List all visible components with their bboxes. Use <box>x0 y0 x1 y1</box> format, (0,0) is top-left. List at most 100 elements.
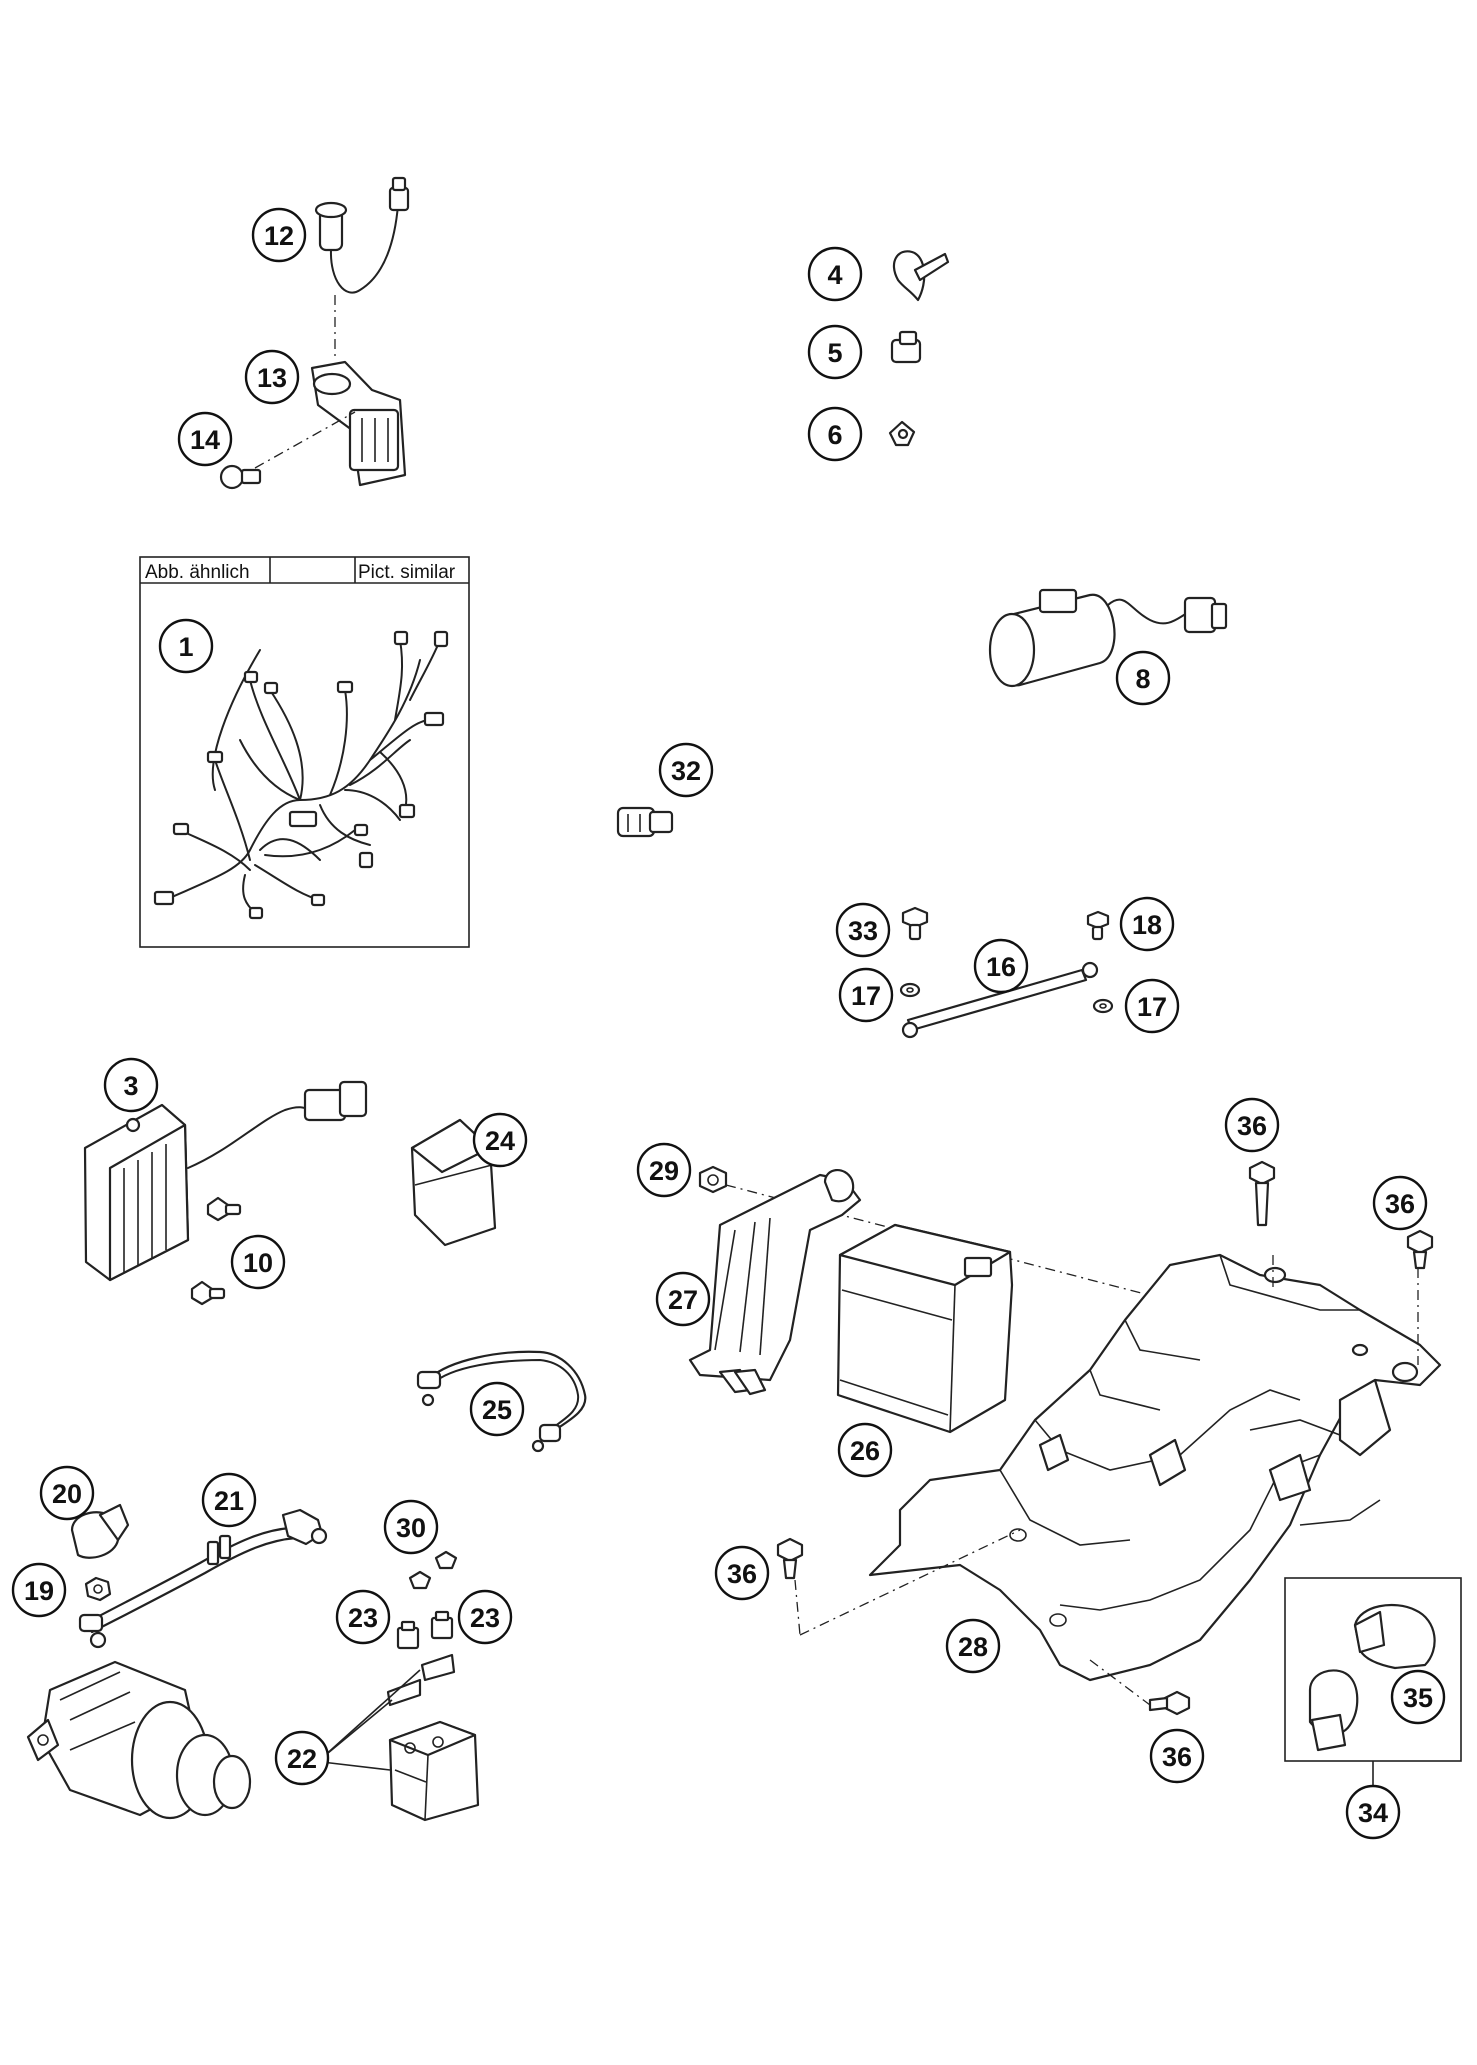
part-36-screw-bottom <box>1148 1690 1191 1716</box>
callout-20: 20 <box>39 1465 95 1521</box>
callout-25: 25 <box>469 1381 525 1437</box>
callout-number: 36 <box>1237 1111 1267 1141</box>
callout-number: 20 <box>52 1479 82 1509</box>
callout-number: 4 <box>827 260 842 290</box>
callout-circle <box>973 938 1029 994</box>
callout-number: 32 <box>671 756 701 786</box>
part-36-screw-left <box>776 1537 804 1580</box>
part-30-fuse-caps <box>408 1550 458 1590</box>
callout-28: 28 <box>945 1618 1001 1674</box>
callout-circle <box>469 1381 525 1437</box>
callout-16: 16 <box>973 938 1029 994</box>
callout-number: 34 <box>1358 1798 1388 1828</box>
callout-circle <box>230 1234 286 1290</box>
callout-circle <box>835 902 891 958</box>
callout-22: 22 <box>274 1730 330 1786</box>
callout-circle <box>1124 978 1180 1034</box>
callout-36: 36 <box>1372 1175 1428 1231</box>
callout-number: 28 <box>958 1632 988 1662</box>
callout-34: 34 <box>1345 1784 1401 1840</box>
part-17-washer-left <box>899 982 921 998</box>
callout-circle <box>158 618 214 674</box>
callout-circle <box>1119 896 1175 952</box>
part-18-bolt <box>1086 910 1110 941</box>
callout-circle <box>1390 1669 1446 1725</box>
part-12-connector-cable <box>314 176 410 294</box>
callout-32: 32 <box>658 742 714 798</box>
part-33-bolt <box>901 906 929 941</box>
callout-circle <box>251 207 307 263</box>
callout-number: 12 <box>264 221 294 251</box>
part-6-clip <box>888 420 916 447</box>
callout-26: 26 <box>837 1422 893 1478</box>
callout-14: 14 <box>177 411 233 467</box>
part-20-cap <box>70 1503 130 1559</box>
callout-number: 14 <box>190 425 220 455</box>
inset-label-left: Abb. ähnlich <box>145 562 250 583</box>
callout-circle <box>1149 1728 1205 1784</box>
callout-4: 4 <box>807 246 863 302</box>
callout-number: 18 <box>1132 910 1162 940</box>
callout-number: 26 <box>850 1436 880 1466</box>
callout-21: 21 <box>201 1472 257 1528</box>
part-10-screw-lower <box>190 1280 226 1306</box>
part-23-fuse-right <box>430 1610 454 1640</box>
callout-27: 27 <box>655 1271 711 1327</box>
part-32-connector <box>616 806 674 838</box>
callout-number: 23 <box>348 1603 378 1633</box>
callout-number: 36 <box>727 1559 757 1589</box>
callout-circle <box>655 1271 711 1327</box>
part-17-washer-right <box>1092 998 1114 1014</box>
callout-number: 22 <box>287 1744 317 1774</box>
callout-circle <box>838 967 894 1023</box>
callout-number: 33 <box>848 916 878 946</box>
part-27-bracket <box>688 1169 862 1396</box>
callout-number: 8 <box>1135 664 1150 694</box>
callout-36: 36 <box>1224 1097 1280 1153</box>
callout-8: 8 <box>1115 650 1171 706</box>
part-13-holder <box>310 360 407 487</box>
callout-circle <box>807 246 863 302</box>
callout-circle <box>177 411 233 467</box>
callout-number: 19 <box>24 1576 54 1606</box>
part-8-capacitor <box>988 588 1228 688</box>
part-23-fuse-left <box>396 1620 420 1650</box>
part-4-cable-tie <box>892 250 950 302</box>
callout-number: 36 <box>1162 1742 1192 1772</box>
callout-number: 29 <box>649 1156 679 1186</box>
part-28-battery-tray <box>868 1253 1442 1682</box>
callout-18: 18 <box>1119 896 1175 952</box>
callout-number: 13 <box>257 363 287 393</box>
callout-23: 23 <box>457 1589 513 1645</box>
callout-number: 23 <box>470 1603 500 1633</box>
callout-number: 3 <box>123 1071 138 1101</box>
callout-36: 36 <box>714 1545 770 1601</box>
inset-box-wiring-harness: Abb. ähnlich Pict. similar <box>139 556 470 948</box>
callout-number: 36 <box>1385 1189 1415 1219</box>
callout-number: 10 <box>243 1248 273 1278</box>
part-1-wiring-harness <box>153 630 449 920</box>
callout-19: 19 <box>11 1562 67 1618</box>
part-19-nut <box>84 1576 112 1602</box>
callout-36: 36 <box>1149 1728 1205 1784</box>
callout-circle <box>945 1618 1001 1674</box>
callout-circle <box>103 1057 159 1113</box>
callout-29: 29 <box>636 1142 692 1198</box>
part-22-relay <box>386 1653 480 1822</box>
callout-circle <box>335 1589 391 1645</box>
inset-label-right: Pict. similar <box>358 562 456 583</box>
part-36-screw-right <box>1406 1229 1434 1270</box>
callout-1: 1 <box>158 618 214 674</box>
callout-5: 5 <box>807 324 863 380</box>
callout-10: 10 <box>230 1234 286 1290</box>
part-36-screw-top <box>1248 1160 1276 1227</box>
callout-17: 17 <box>838 967 894 1023</box>
part-29-bolt <box>698 1165 728 1194</box>
callout-number: 17 <box>851 981 881 1011</box>
callout-number: 1 <box>178 632 193 662</box>
callout-number: 27 <box>668 1285 698 1315</box>
callout-circle <box>274 1730 330 1786</box>
callout-35: 35 <box>1390 1669 1446 1725</box>
callout-circle <box>244 349 300 405</box>
